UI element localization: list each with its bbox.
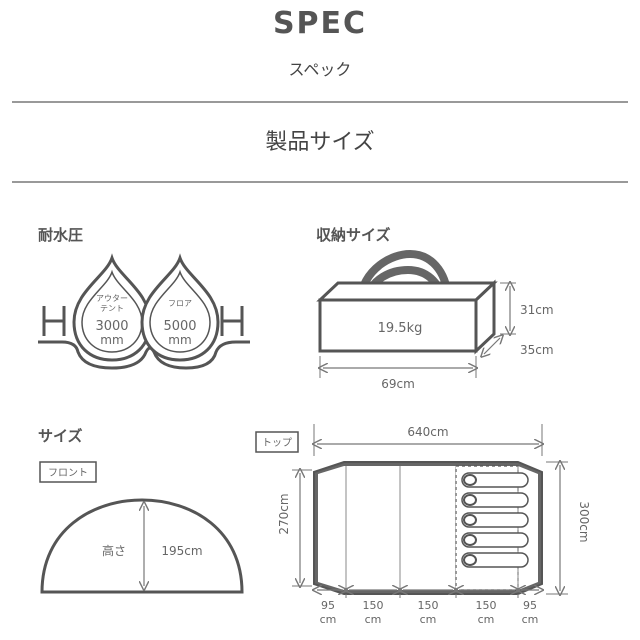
total-length: 640cm: [407, 425, 448, 439]
segment-2-unit: cm: [365, 613, 382, 626]
bag-depth: 35cm: [520, 343, 554, 357]
size-label: サイズ: [38, 427, 83, 445]
bag-top-face: [316, 281, 498, 302]
spec-title: SPEC: [272, 6, 368, 41]
left-drop-unit: mm: [100, 333, 123, 347]
front-height-value: 195cm: [161, 544, 202, 558]
outer-width: 300cm: [577, 501, 591, 542]
bag-front-face: [318, 298, 478, 353]
segment-5-value: 95: [523, 599, 537, 612]
segment-3-value: 150: [418, 599, 439, 612]
top-tag-box: [255, 431, 299, 453]
segment-5-unit: cm: [522, 613, 539, 626]
right-drop-unit: mm: [168, 333, 191, 347]
storage-size-label: 収納サイズ: [316, 226, 391, 244]
segment-4-unit: cm: [478, 613, 495, 626]
front-tag-box: [39, 461, 97, 483]
right-drop-name: フロア: [168, 299, 192, 308]
front-height-label: 高さ: [102, 543, 126, 558]
water-pressure-diagram: アウター テント 3000 mm フロア 5000 mm: [38, 253, 250, 370]
section-title: 製品サイズ: [265, 130, 375, 155]
bag-height: 31cm: [520, 303, 554, 317]
left-drop-value: 3000: [95, 319, 128, 334]
water-resistance-label: 耐水圧: [38, 226, 84, 244]
right-h-symbol: [220, 306, 244, 336]
front-view-diagram: フロント 高さ 195cm: [39, 461, 244, 594]
left-drop-outer: [72, 253, 152, 362]
segment-3-unit: cm: [420, 613, 437, 626]
right-drop-value: 5000: [163, 319, 196, 334]
segment-2-value: 150: [363, 599, 384, 612]
divider-bottom: [12, 181, 628, 183]
bag-width: 69cm: [381, 377, 415, 391]
top-view-diagram: トップ 640cm 270cm: [255, 424, 591, 626]
left-h-symbol: [42, 306, 66, 336]
left-drop-name-1: アウター: [96, 294, 128, 303]
top-tag: トップ: [262, 437, 292, 449]
spec-subtitle: スペック: [288, 60, 352, 79]
segment-1-unit: cm: [320, 613, 337, 626]
inner-width: 270cm: [277, 493, 291, 534]
front-tag: フロント: [48, 468, 88, 479]
segment-1-value: 95: [321, 599, 335, 612]
left-drop-inner: [81, 269, 143, 353]
bag-depth-arrow: [484, 338, 500, 354]
sleeping-pads: [461, 472, 529, 568]
bag-weight: 19.5kg: [378, 321, 423, 336]
segment-4-value: 150: [476, 599, 497, 612]
left-drop-name-2: テント: [100, 304, 124, 313]
right-drop-inner: [149, 269, 211, 353]
storage-bag-diagram: 19.5kg 31cm 35cm 69cm: [316, 249, 554, 391]
bag-handle-back: [356, 249, 452, 301]
front-tent-shape: [40, 498, 244, 594]
divider-top: [12, 101, 628, 103]
right-drop-outer: [140, 253, 220, 362]
